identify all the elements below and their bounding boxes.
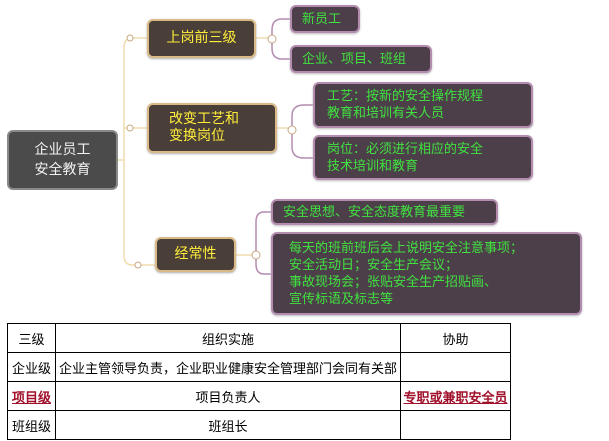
leaf-text: 新员工 bbox=[302, 11, 342, 27]
table-cell-link[interactable]: 项目级 bbox=[7, 381, 56, 411]
leaf-daily: 每天的班前班后会上说明安全注意事项； 安全活动日；安全生产会议； 事故现场会；张… bbox=[271, 232, 582, 315]
leaf-text: 教育和培训有关人员 bbox=[327, 106, 445, 121]
branch-pre-job: 上岗前三级 bbox=[147, 19, 256, 58]
leaf-text: 每天的班前班后会上说明安全注意事项； bbox=[289, 240, 524, 256]
branch-process-change: 改变工艺和变换岗位 bbox=[147, 103, 277, 153]
table-cell bbox=[400, 410, 511, 440]
table-header: 三级 组织实施 协助 bbox=[7, 323, 511, 353]
table-row: 项目级 项目负责人 专职或兼职安全员 bbox=[7, 381, 511, 411]
leaf-process: 工艺：按新的安全操作规程教育和培训有关人员 bbox=[313, 82, 533, 128]
leaf-text: 事故现场会；张贴安全生产招贴画、 bbox=[289, 274, 498, 290]
branch-label: 上岗前三级 bbox=[166, 30, 237, 46]
branch-label: 变换岗位 bbox=[169, 128, 225, 144]
table-cell: 班组级 bbox=[7, 410, 56, 440]
leaf-text: 岗位：必须进行相应的安全 bbox=[327, 141, 484, 157]
leaf-position: 岗位：必须进行相应的安全技术培训和教育 bbox=[313, 135, 533, 180]
connector-lines bbox=[118, 18, 313, 275]
leaf-text: 宣传标语及标志等 bbox=[289, 291, 394, 307]
leaf-text: 安全思想、安全态度教育最重要 bbox=[283, 204, 466, 220]
leaf-text: 安全活动日；安全生产会议； bbox=[289, 257, 459, 273]
branch-label: 经常性 bbox=[174, 246, 217, 262]
leaf-text: 企业、项目、班组 bbox=[302, 51, 407, 67]
table-row: 企业级 企业主管领导负责，企业职业健康安全管理部门会同有关部 bbox=[7, 352, 511, 382]
branch-regular: 经常性 bbox=[155, 237, 236, 272]
collapse-dot bbox=[126, 34, 134, 42]
root-line: 企业员工 bbox=[34, 142, 91, 158]
table-cell: 班组长 bbox=[55, 410, 401, 440]
collapse-toggle bbox=[267, 34, 277, 44]
header-cell: 协助 bbox=[400, 323, 511, 353]
table-cell-link[interactable]: 专职或兼职安全员 bbox=[400, 381, 511, 411]
leaf-new-employee: 新员工 bbox=[290, 5, 360, 33]
table-cell: 企业级 bbox=[7, 352, 56, 382]
root-line: 安全教育 bbox=[34, 162, 91, 178]
leaf-attitude: 安全思想、安全态度教育最重要 bbox=[271, 199, 498, 225]
table-row: 班组级 班组长 bbox=[7, 410, 511, 440]
table-cell: 项目负责人 bbox=[55, 381, 401, 411]
education-table: 三级 组织实施 协助 企业级 企业主管领导负责，企业职业健康安全管理部门会同有关… bbox=[7, 323, 511, 440]
header-cell: 组织实施 bbox=[55, 323, 401, 353]
leaf-text: 工艺：按新的安全操作规程 bbox=[327, 89, 484, 104]
leaf-text: 技术培训和教育 bbox=[327, 158, 419, 174]
table-cell bbox=[400, 352, 511, 382]
table-cell: 企业主管领导负责，企业职业健康安全管理部门会同有关部 bbox=[55, 352, 401, 382]
leaf-levels: 企业、项目、班组 bbox=[290, 45, 432, 73]
header-cell: 三级 bbox=[7, 323, 56, 353]
root-node: 企业员工安全教育 bbox=[7, 130, 118, 190]
branch-label: 改变工艺和 bbox=[169, 111, 239, 127]
